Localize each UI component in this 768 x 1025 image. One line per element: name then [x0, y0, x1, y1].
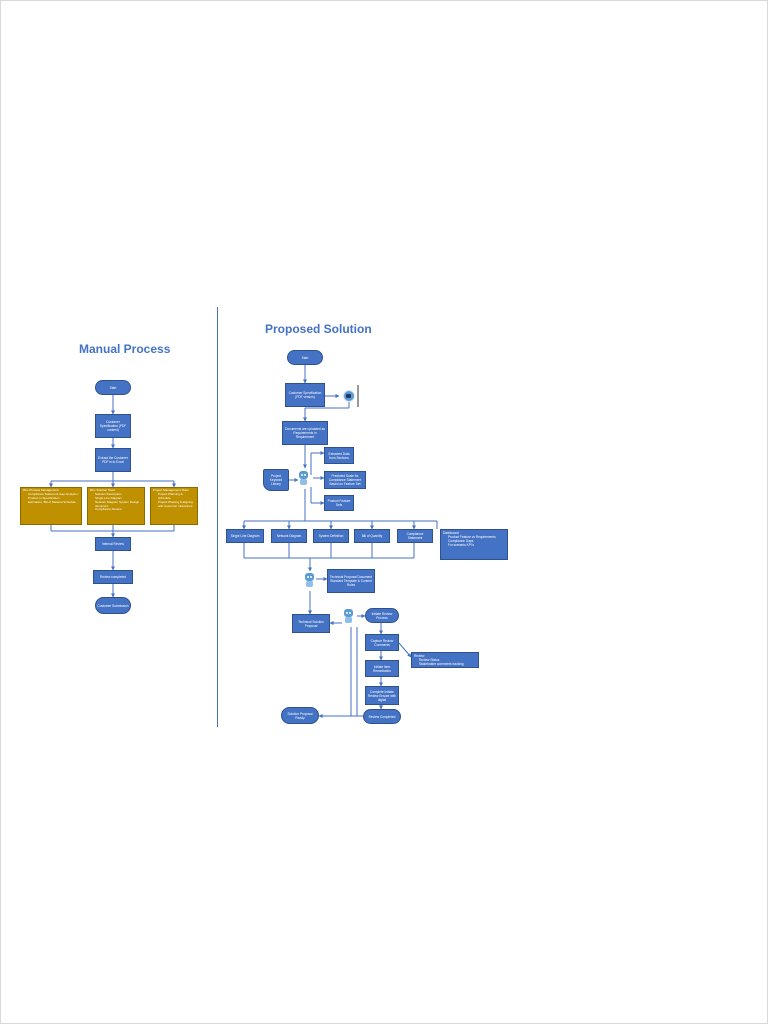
- box-heading: Dashboard: [443, 531, 459, 535]
- manual-customer-submission-node: Customer Submission: [95, 597, 131, 614]
- manual-customer-spec-node: Customer Specification (PDF content): [95, 414, 131, 438]
- box-list-item: Review Status: [419, 658, 476, 662]
- extracted-data-node: Extracted Data from Sections: [324, 447, 354, 464]
- proposed-customer-spec-node: Customer Specification (PDF version): [285, 383, 325, 407]
- project-keyword-library-node: Project Keyword Library: [263, 469, 289, 491]
- ai-robot-icon: [343, 609, 355, 625]
- bill-of-quantity-node: Bill of Quantity: [354, 529, 390, 543]
- box-heading: RFx Solution Team: [90, 488, 116, 492]
- box-list-item: document: [95, 504, 142, 509]
- initiate-remediation-node: Initiate Item Remediation: [365, 660, 399, 677]
- manual-start-node: Start: [95, 380, 131, 395]
- network-diagram-node: Network Diagram: [271, 529, 307, 543]
- product-feature-sets-node: Product Feature Sets: [324, 495, 354, 511]
- box-list-item: Project Phasing & aligning with Customer…: [158, 500, 195, 509]
- box-list-item: Product Feature vs Requirements: [448, 535, 505, 539]
- capture-review-comments-node: Capture Review Comments: [365, 634, 399, 651]
- review-status-box: Review Review Status Stakeholder comment…: [411, 652, 479, 668]
- dashboard-box: Dashboard Product Feature vs Requirement…: [440, 529, 508, 560]
- proposed-solution-title: Proposed Solution: [265, 322, 372, 336]
- section-divider: [217, 307, 218, 727]
- box-list-item: Project Planning & Schedule: [158, 492, 195, 501]
- box-list-item: Solution Description: [95, 492, 142, 497]
- technical-proposal-generation-node: Technical Proposal Document Standard Tem…: [327, 569, 375, 593]
- manual-extract-node: Extract the Customer PDF in to Excel: [95, 448, 131, 472]
- manual-internal-review-node: Internal Review: [95, 537, 131, 551]
- box-heading: Project Management Team: [153, 488, 189, 492]
- ai-robot-icon: [304, 573, 316, 589]
- project-management-team-box: Project Management Team Project Planning…: [150, 487, 198, 525]
- compliance-statement-node: Compliance Statement: [397, 529, 433, 543]
- box-list-item: Compliance Review: [95, 508, 142, 512]
- predicted-scale-node: Predicted Scale for Compliance Statement…: [324, 471, 366, 489]
- review-completed-node: Review Completed: [363, 709, 401, 724]
- initiate-review-node: Initiate Review Process: [365, 608, 399, 623]
- system-definition-node: System Definition: [313, 529, 349, 543]
- box-list-item: Stakeholder comments tracking: [419, 662, 476, 666]
- box-list-item: Compliance Statement Gap Analysis / Prod…: [28, 492, 79, 501]
- manual-review-completed-node: Review completed: [93, 570, 133, 584]
- single-line-diagram-node: Single Line Diagram: [226, 529, 264, 543]
- box-heading: Review: [414, 654, 425, 658]
- box-list-item: Network Diagram System Design: [95, 500, 142, 505]
- rfx-solution-team-box: RFx Solution Team Solution Description S…: [87, 487, 145, 525]
- technical-solution-proposal-node: Technical Solution Proposal: [292, 614, 330, 633]
- documents-uploaded-node: Documents are uploaded as Requirements i…: [282, 421, 328, 445]
- manual-process-title: Manual Process: [79, 342, 171, 356]
- solution-proposal-ready-node: Solution Proposal Ready: [281, 707, 319, 724]
- box-list-item: Single Line Diagram: [95, 496, 142, 501]
- rfx-process-management-box: RFx Process Management Compliance Statem…: [20, 487, 82, 525]
- box-list-item: Estimation, Bill of Material Schedule: [28, 500, 79, 505]
- box-list-item: For scenario KPI's: [448, 543, 505, 547]
- document-scanner-icon: [343, 390, 355, 402]
- complete-review-node: Complete Initiate Review Ensure with dig…: [365, 686, 399, 705]
- box-heading: RFx Process Management: [23, 488, 59, 492]
- proposed-start-node: Start: [287, 350, 323, 365]
- box-list-item: Compliance Gaps: [448, 539, 505, 543]
- ai-robot-icon: [298, 471, 310, 487]
